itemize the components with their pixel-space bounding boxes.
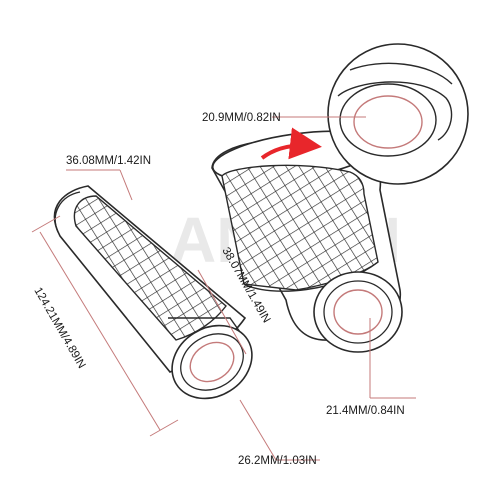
label-length: 124.21MM/4.89IN — [31, 286, 87, 371]
left-grip-far-cap — [54, 191, 81, 233]
zoom-grip-edge — [349, 62, 453, 85]
dim-line-grip-width — [197, 269, 247, 355]
label-outer-diameter-left: 36.08MM/1.42IN — [66, 155, 151, 167]
left-grip-collar — [168, 317, 241, 333]
label-inner-right: 21.4MM/0.84IN — [326, 405, 405, 417]
label-bottom-diameter: 26.2MM/1.03IN — [238, 455, 317, 467]
right-grip-inner-hole — [333, 289, 383, 335]
zoom-arrow — [260, 127, 322, 160]
right-grip-texture — [221, 164, 379, 291]
left-grip — [53, 185, 253, 400]
zoom-grip-edge-inner — [337, 81, 453, 141]
dim-line-outer-left-drop — [119, 169, 133, 201]
dim-line-length — [39, 231, 161, 431]
dimension-lines — [31, 116, 416, 461]
zoom-inner-hole — [353, 95, 423, 149]
left-grip-inner-hole — [189, 341, 235, 383]
dim-line-bottom — [239, 399, 277, 461]
right-grip-collar — [243, 261, 379, 292]
dim-line-length-end-bottom — [149, 419, 179, 437]
zoom-detail — [327, 43, 469, 185]
label-inner-top: 20.9MM/0.82IN — [202, 112, 281, 124]
left-grip-texture — [73, 195, 227, 341]
dim-line-length-end-top — [31, 215, 61, 233]
